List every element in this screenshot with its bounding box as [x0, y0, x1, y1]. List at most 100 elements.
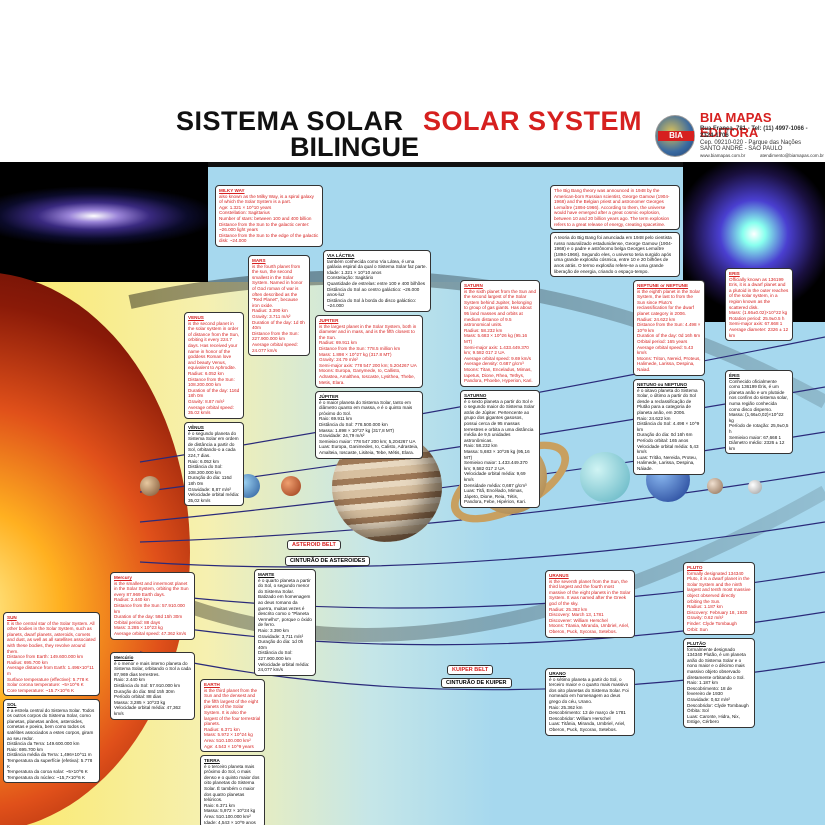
- info-box-line: The Big Bang theory was announced in 194…: [554, 188, 670, 227]
- info-box-line: é o sétimo planeta a partir do Sol, o te…: [549, 676, 629, 704]
- info-box-line: Luas: Titânia, Miranda, Umbriel, Ariel, …: [549, 721, 626, 732]
- uranus-planet: [580, 452, 630, 502]
- info-box-line: Gravity: 24.79 m/s²: [319, 357, 358, 363]
- info-box-line: Temperatura da superfície (efetiva): 5.7…: [7, 757, 93, 769]
- info-box-line: Average orbital speed: 9.69 km/s: [464, 355, 532, 361]
- publisher-email: atendimento@biamapas.com.br: [760, 153, 824, 158]
- info-box-line: Distance from the Sun: 4.498 × 10^9 km: [637, 322, 701, 333]
- info-box-title: SUN: [7, 615, 17, 620]
- info-box-line: Orbital period: 165 years: [637, 338, 688, 344]
- info-box-title: ÉRIS: [729, 373, 740, 378]
- info-box-line: Luas: Tritão, Nereida, Proteu, Halimede,…: [637, 454, 698, 471]
- info-box-line: Duration of the day: 116d 18h 0m: [188, 387, 240, 399]
- info-box-line: Radius: 6.371 km: [204, 726, 240, 732]
- info-box-line: Radius: 1.187 km: [687, 604, 723, 610]
- info-box-line: Raio: 25.362 km: [549, 704, 583, 710]
- big-bang-pt-info-box: A teoria do Big Bang foi anunciada em 19…: [550, 232, 680, 278]
- info-box-line: Distância do Sol à borda do disco galáct…: [327, 297, 417, 309]
- info-box-line: Massa: (1,66±0,02)×10^22 kg: [729, 412, 784, 423]
- info-box-line: Conhecido oficialmente como 136199 Éris,…: [729, 378, 788, 412]
- info-box-line: Discovery: February 18, 1930: [687, 609, 748, 615]
- info-box-line: Finder: Clyde Tombaugh: [687, 620, 737, 626]
- info-box-title: VIA LÁCTEA: [327, 253, 355, 258]
- info-box-line: Massa: 5,683 × 10^26 kg (95,16 MT): [464, 448, 530, 460]
- info-box-line: Age: 1.321 × 10^10 years: [219, 204, 272, 210]
- info-box-title: SOL: [7, 702, 17, 707]
- info-box-line: Temperatura do núcleo: ~15,7×10^6 K: [7, 774, 86, 780]
- info-box-line: Distância do Sol: 778.500.000 km: [319, 421, 388, 427]
- info-box-title: JUPITER: [319, 318, 339, 323]
- info-box-line: Velocidade orbital média: 9,69 km/s: [464, 471, 526, 482]
- info-box-line: Officially known as 136199 Eris, it is a…: [729, 276, 789, 310]
- info-box-line: é o terceiro planeta mais próximo do Sol…: [204, 763, 260, 803]
- info-box-title: PLUTÃO: [687, 641, 706, 646]
- info-box-line: Raio: 2.440 km: [114, 677, 145, 683]
- info-box-line: é o segundo planeta do Sistema Solar em …: [188, 430, 239, 458]
- publisher-address-2: Cep. 09210-020 - Parque das Nações: [700, 139, 802, 146]
- info-box-line: Duração do dia: 1d 0h 40m: [258, 639, 304, 650]
- info-box-line: Duração do dia: 116d 18h 0m: [188, 475, 232, 486]
- logo-text: BIA: [658, 131, 694, 141]
- info-box-line: Radius: 58.232 km: [464, 327, 503, 333]
- big-bang-en-info-box: The Big Bang theory was announced in 194…: [550, 185, 680, 231]
- publisher-website: www.biamapas.com.br: [700, 153, 746, 158]
- info-box-title: URANO: [549, 671, 566, 676]
- info-box-title: TERRA: [204, 758, 220, 763]
- info-box-line: é o maior planeta do Sistema Solar, tant…: [319, 399, 413, 416]
- info-box-line: Rotation period: 25.9±0.5 h: [729, 315, 785, 321]
- info-box-line: is the seventh planet from the Sun, the …: [549, 578, 631, 606]
- info-box-line: formally designated 134340 Pluto, it is …: [687, 570, 751, 604]
- info-box-title: MARTE: [258, 572, 275, 577]
- info-box-line: Radius: 6.052 km: [188, 370, 224, 376]
- info-box-title: VENUS: [188, 315, 204, 320]
- info-box-line: é a estrela central do Sistema Solar. To…: [7, 707, 95, 741]
- info-box-line: Moons: Triton, Nereid, Proteus, Halimede…: [637, 355, 701, 372]
- info-box-line: Período orbital: 88 dias: [114, 694, 162, 700]
- info-box-line: Raio: 695.700 km: [7, 746, 44, 752]
- kuiper-belt-label: KUIPER BELT: [447, 665, 494, 675]
- info-box-line: Moons: Europa, Ganymede, Io, Callisto, A…: [319, 368, 416, 385]
- info-box-line: Average density: 0.687 g/cm³: [464, 361, 524, 367]
- orbit-line: [139, 521, 825, 568]
- info-box-line: Radius: 24.622 km: [637, 316, 676, 322]
- info-box-line: Gravidade: 24,79 m/s²: [319, 433, 365, 439]
- info-box-line: Radius: 2.440 km: [114, 597, 150, 603]
- info-box-line: Constellation: Sagittarius: [219, 210, 270, 216]
- info-box-line: Luas: Caronte, Hidra, Nix, Estige, Cérbe…: [687, 713, 740, 725]
- info-box-line: é o quarto planeta a partir do Sol, o se…: [258, 577, 312, 628]
- info-box-line: Duration of the day: 1d 0h 40m: [252, 319, 305, 331]
- eris-planet: [748, 480, 762, 494]
- info-box-line: Gravidade: 3,711 m/s²: [258, 633, 304, 639]
- info-box-line: Descobridor: William Herschel: [549, 715, 611, 721]
- info-box-title: Mercúrio: [114, 655, 134, 660]
- info-box-line: Mass: 5.972 × 10^24 kg: [204, 732, 253, 738]
- info-box-line: Descobridor: Clyde Tombaugh: [687, 702, 749, 708]
- milky-way-image: [0, 162, 208, 282]
- info-box-line: Area: 510.100.000 km²: [204, 737, 251, 743]
- info-box-line: Gravity: 8.87 m/s²: [188, 398, 225, 404]
- info-box-line: is the eighth planet in the Solar System…: [637, 288, 701, 316]
- info-box-line: Moons: Titania, Miranda, Umbriel, Ariel,…: [549, 623, 630, 634]
- asteroid-belt-label: ASTEROID BELT: [287, 540, 341, 550]
- info-box-line: Discovery: March 13, 1781: [549, 612, 604, 618]
- info-box-line: Velocidade orbital média: 47,362 km/s: [114, 705, 181, 716]
- info-box-line: Massa: 3,285 × 10^23 kg: [114, 699, 166, 705]
- info-box-line: Período orbital: 165 anos: [637, 437, 689, 443]
- info-box-line: Diâmetro médio: 2326 ± 12 km: [729, 440, 785, 451]
- info-box-line: Orbit: Sun: [687, 626, 708, 632]
- publisher-address-3: SANTO ANDRÉ - SÃO PAULO: [700, 146, 783, 152]
- info-box-line: Descobrimento: 18 de fevereiro de 1930: [687, 685, 732, 697]
- info-box-line: Distância do Sol: 227.900.000 km: [258, 650, 293, 661]
- info-box-line: Distance from the Sun: 227.900.000 km: [252, 330, 299, 342]
